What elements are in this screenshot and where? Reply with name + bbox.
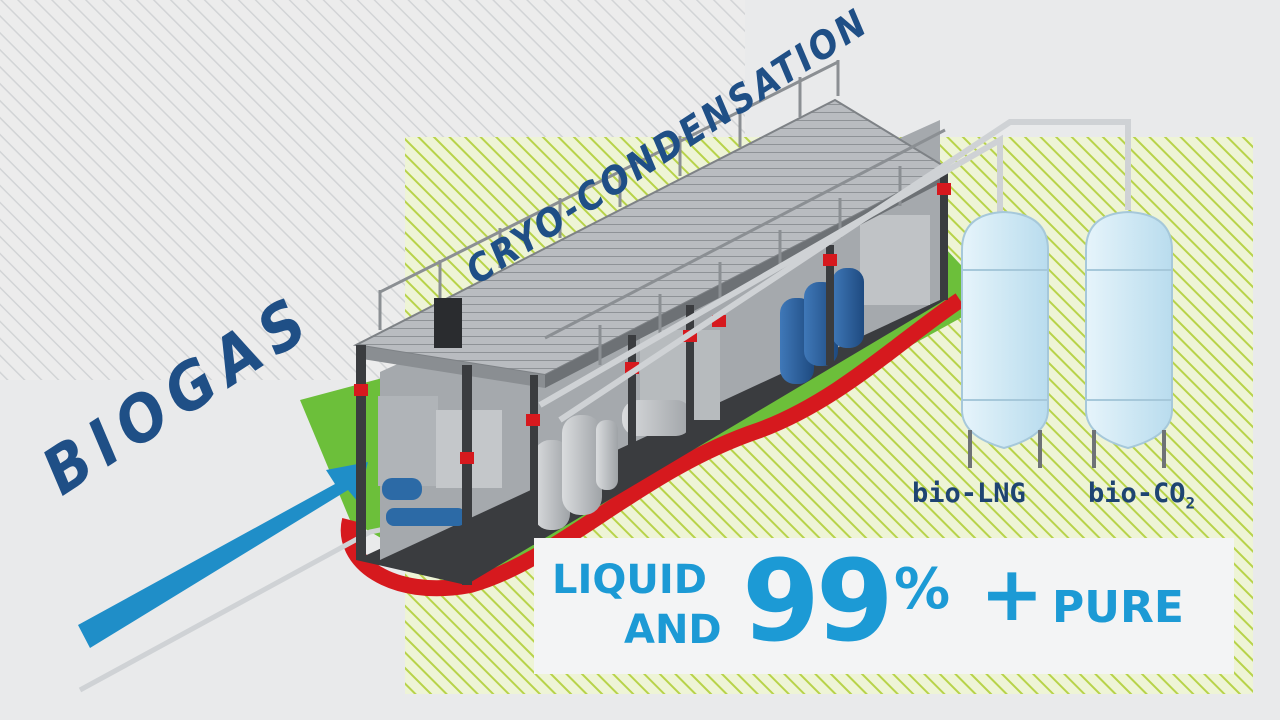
gray-vessel-3 bbox=[596, 420, 618, 490]
blue-pipe-tank bbox=[382, 478, 422, 500]
bio-co2-subscript: 2 bbox=[1185, 493, 1196, 513]
purity-unit: % bbox=[894, 557, 951, 622]
gray-vessel-4 bbox=[622, 400, 692, 436]
equipment-box-1 bbox=[378, 396, 438, 486]
pure-text: PURE bbox=[1052, 582, 1184, 633]
equipment-box-4 bbox=[860, 215, 930, 305]
bio-lng-label: bio-LNG bbox=[912, 478, 1026, 509]
roof-side-edge bbox=[545, 168, 947, 388]
co2-tank bbox=[1085, 210, 1173, 468]
lng-tank bbox=[961, 210, 1049, 468]
plus-sign: + bbox=[980, 549, 1044, 638]
biogas-arrow bbox=[78, 462, 368, 648]
frame-columns bbox=[356, 170, 948, 585]
roof-chimney bbox=[434, 298, 462, 348]
lng-line bbox=[538, 134, 1003, 408]
blue-vessel-3 bbox=[832, 268, 864, 348]
gray-vessel-1 bbox=[534, 440, 570, 530]
gray-vessel-2 bbox=[562, 415, 602, 515]
roof-edge bbox=[356, 345, 545, 388]
bio-co2-label: bio-CO2 bbox=[1088, 478, 1195, 512]
co2-line bbox=[558, 119, 1131, 423]
and-text: AND bbox=[624, 607, 722, 653]
red-pipe bbox=[340, 293, 965, 597]
purity-value: 99 bbox=[742, 537, 894, 667]
liquid-text: LIQUID bbox=[552, 557, 707, 603]
bio-co2-base: bio-CO bbox=[1088, 478, 1186, 509]
blue-pipe-horizontal bbox=[386, 508, 466, 526]
result-panel: LIQUID AND 99 % + PURE bbox=[534, 538, 1234, 674]
railing bbox=[378, 60, 946, 365]
